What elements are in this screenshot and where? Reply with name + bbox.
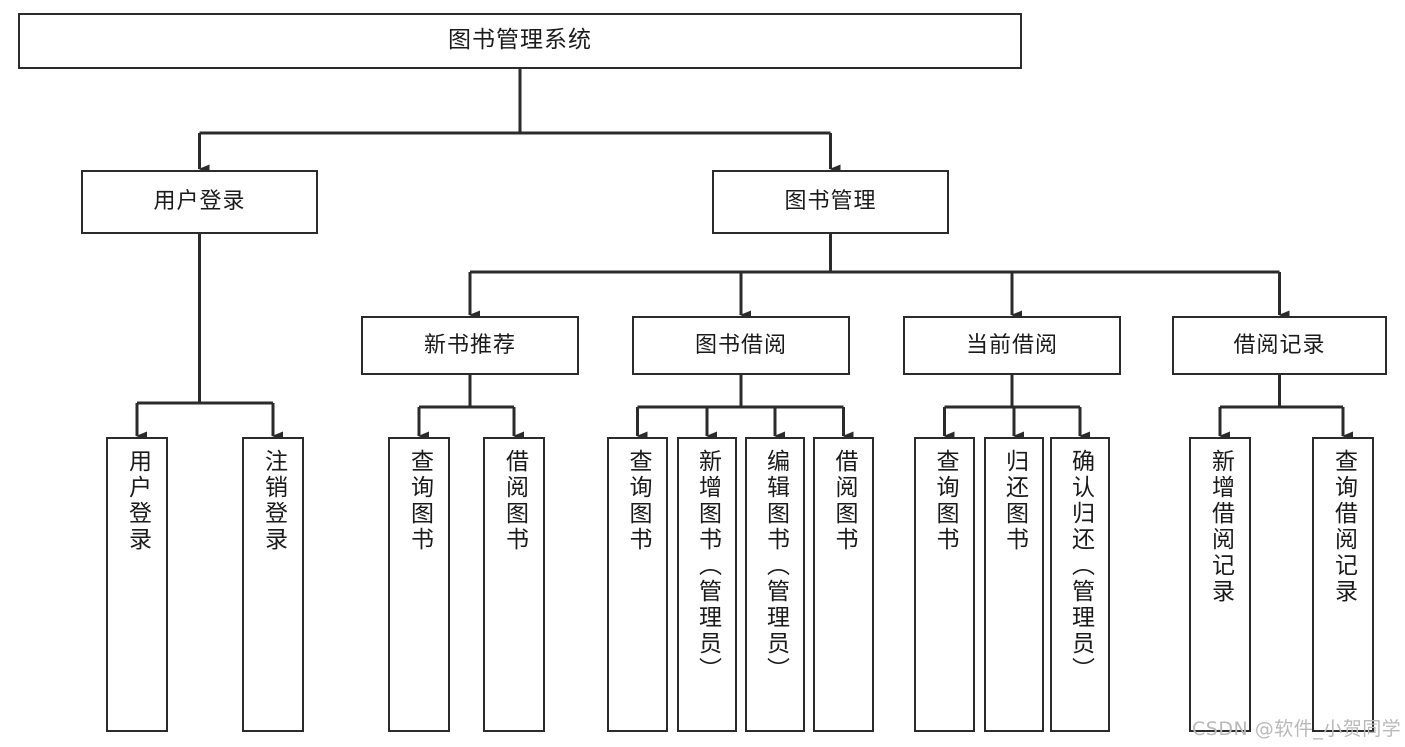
node-label: 借阅图书	[831, 449, 857, 553]
node-root[interactable]: 图书管理系统	[18, 13, 1022, 69]
node-leaf-bb-add[interactable]: 新增图书（管理员）	[677, 437, 737, 732]
node-user-login[interactable]: 用户登录	[81, 170, 318, 234]
node-leaf-user-login[interactable]: 用户登录	[106, 437, 168, 732]
csdn-watermark: CSDN @软件_小贺同学	[1192, 718, 1402, 740]
node-label: 查询借阅记录	[1330, 449, 1357, 605]
node-label: 新书推荐	[423, 332, 516, 358]
node-label: 图书管理	[784, 189, 877, 215]
node-label: 注销登录	[260, 449, 287, 553]
node-leaf-br-add[interactable]: 新增借阅记录	[1189, 437, 1251, 732]
node-label: 归还图书	[1001, 449, 1028, 553]
node-label: 编辑图书（管理员）	[762, 449, 789, 683]
node-leaf-cb-confirm[interactable]: 确认归还（管理员）	[1050, 437, 1110, 732]
node-label: 用户登录	[124, 449, 151, 553]
node-leaf-bb-query[interactable]: 查询图书	[607, 437, 668, 732]
node-borrow-record[interactable]: 借阅记录	[1172, 316, 1387, 375]
node-label: 确认归还（管理员）	[1067, 449, 1094, 683]
node-label: 借阅图书	[501, 449, 528, 553]
node-label: 查询图书	[625, 449, 651, 553]
node-leaf-rec-borrow[interactable]: 借阅图书	[483, 437, 545, 732]
node-new-book-rec[interactable]: 新书推荐	[361, 316, 579, 375]
node-book-borrow[interactable]: 图书借阅	[632, 316, 850, 375]
node-label: 新增借阅记录	[1207, 449, 1234, 605]
node-leaf-bb-borrow[interactable]: 借阅图书	[813, 437, 874, 732]
node-leaf-cb-return[interactable]: 归还图书	[984, 437, 1044, 732]
node-label: 新增图书（管理员）	[694, 449, 721, 683]
node-label: 借阅记录	[1233, 332, 1326, 358]
node-leaf-cb-query[interactable]: 查询图书	[914, 437, 975, 732]
node-label: 图书借阅	[694, 332, 787, 358]
node-leaf-br-query[interactable]: 查询借阅记录	[1312, 437, 1374, 732]
node-label: 图书管理系统	[448, 27, 592, 54]
node-label: 当前借阅	[965, 332, 1058, 358]
node-leaf-bb-edit[interactable]: 编辑图书（管理员）	[745, 437, 805, 732]
node-label: 查询图书	[406, 449, 433, 553]
node-leaf-rec-query[interactable]: 查询图书	[388, 437, 450, 732]
node-current-borrow[interactable]: 当前借阅	[903, 316, 1121, 375]
node-label: 用户登录	[153, 189, 246, 215]
node-leaf-user-logout[interactable]: 注销登录	[242, 437, 304, 732]
node-book-manage[interactable]: 图书管理	[712, 170, 949, 234]
node-label: 查询图书	[932, 449, 958, 553]
